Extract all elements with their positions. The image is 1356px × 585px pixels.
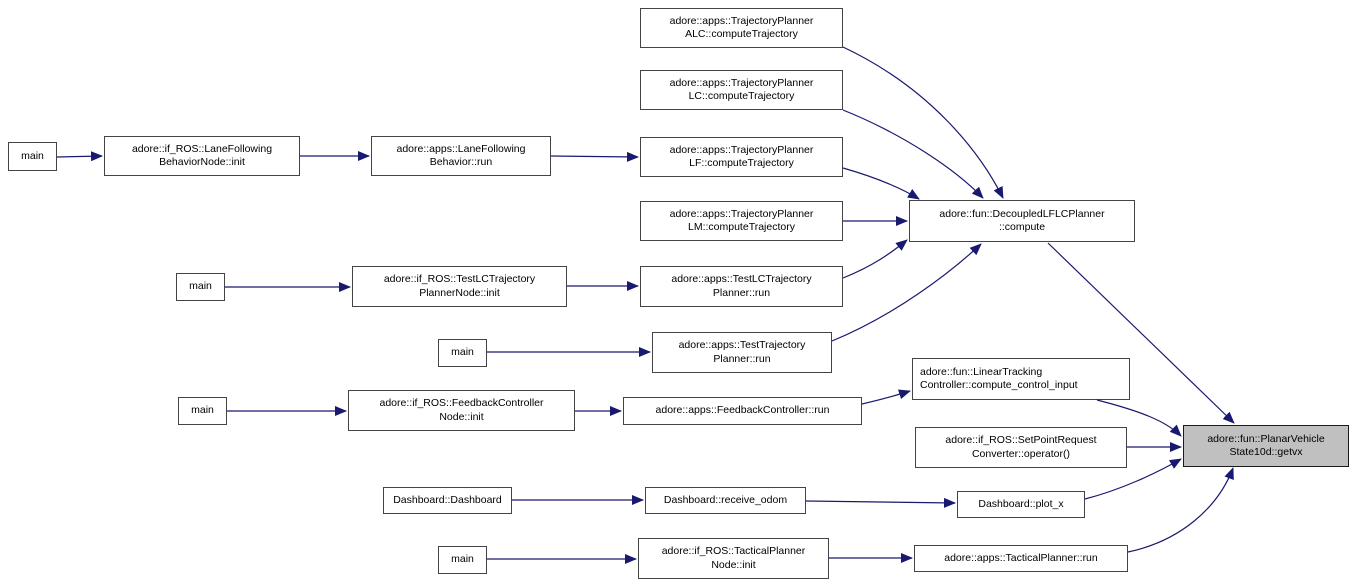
node-trajectoryplanner-lm-computetrajectory[interactable]: adore::apps::TrajectoryPlanner LM::compu… — [640, 201, 843, 241]
node-dashboard-plot-x[interactable]: Dashboard::plot_x — [957, 491, 1085, 518]
node-tactical-planner-node-init[interactable]: adore::if_ROS::TacticalPlanner Node::ini… — [638, 538, 829, 579]
edge-testtrajectory-run-to-compute — [831, 243, 982, 342]
node-feedback-controller-node-init[interactable]: adore::if_ROS::FeedbackController Node::… — [348, 390, 575, 431]
node-lanefollowing-behavior-run[interactable]: adore::apps::LaneFollowing Behavior::run — [371, 136, 551, 176]
edge-receive-odom-to-plot-x — [805, 497, 956, 508]
node-linear-tracking-compute-control-input[interactable]: adore::fun::LinearTracking Controller::c… — [912, 358, 1130, 400]
edge-tp-lf-to-compute — [842, 167, 920, 200]
node-testlc-planner-run[interactable]: adore::apps::TestLCTrajectory Planner::r… — [640, 266, 843, 307]
node-trajectoryplanner-alc-computetrajectory[interactable]: adore::apps::TrajectoryPlanner ALC::comp… — [640, 8, 843, 48]
node-trajectoryplanner-lc-computetrajectory[interactable]: adore::apps::TrajectoryPlanner LC::compu… — [640, 70, 843, 110]
edge-testlc-run-to-compute — [842, 239, 908, 279]
node-main-lanefollowing[interactable]: main — [8, 142, 57, 171]
node-main-testlc[interactable]: main — [176, 273, 225, 301]
node-main-tactical[interactable]: main — [438, 546, 487, 574]
node-setpoint-request-converter-operator[interactable]: adore::if_ROS::SetPointRequest Converter… — [915, 427, 1127, 468]
edge-main-to-lanefollowing-node-init — [56, 151, 103, 162]
node-main-testtrajectory[interactable]: main — [438, 339, 487, 367]
edge-tp-alc-to-compute — [842, 46, 1004, 199]
node-tactical-planner-run[interactable]: adore::apps::TacticalPlanner::run — [914, 545, 1128, 572]
edge-tp-lc-to-compute — [842, 109, 984, 199]
node-testlc-planner-node-init[interactable]: adore::if_ROS::TestLCTrajectory PlannerN… — [352, 266, 567, 307]
node-feedback-controller-run[interactable]: adore::apps::FeedbackController::run — [623, 397, 862, 425]
node-dashboard-receive-odom[interactable]: Dashboard::receive_odom — [645, 487, 806, 514]
node-main-feedback[interactable]: main — [178, 397, 227, 425]
node-decoupled-lflc-planner-compute[interactable]: adore::fun::DecoupledLFLCPlanner ::compu… — [909, 200, 1135, 242]
node-dashboard-constructor[interactable]: Dashboard::Dashboard — [383, 487, 512, 514]
edge-feedback-run-to-lineartracking — [861, 389, 911, 405]
node-trajectoryplanner-lf-computetrajectory[interactable]: adore::apps::TrajectoryPlanner LF::compu… — [640, 137, 843, 177]
edge-tactical-run-to-getvx — [1127, 467, 1234, 553]
node-planar-vehicle-state10d-getvx: adore::fun::PlanarVehicle State10d::getv… — [1183, 425, 1349, 467]
node-test-trajectory-planner-run[interactable]: adore::apps::TestTrajectory Planner::run — [652, 332, 832, 373]
node-lanefollowing-node-init[interactable]: adore::if_ROS::LaneFollowing BehaviorNod… — [104, 136, 300, 176]
edge-lanefollowing-run-to-tp-lf — [550, 151, 639, 162]
